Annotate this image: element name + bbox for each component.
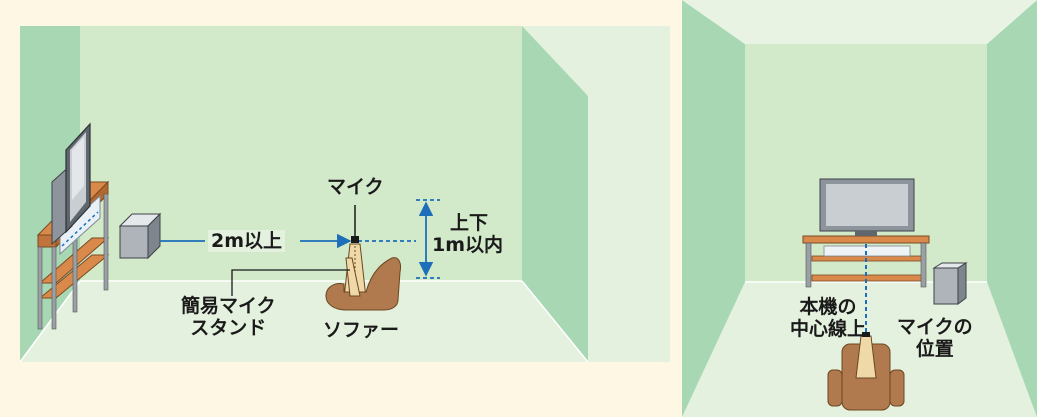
right-room-right-wall	[987, 0, 1037, 417]
left-room	[19, 26, 670, 363]
left-tv	[51, 122, 91, 246]
height-label: 上下 1m以内	[432, 212, 503, 256]
right-room	[682, 0, 1037, 417]
right-sofa	[827, 332, 905, 411]
mic-position-label: マイクの 位置	[897, 316, 973, 360]
distance-label: 2m以上	[208, 230, 286, 252]
right-tv	[819, 178, 915, 236]
right-room-ceiling	[682, 0, 1037, 44]
stand-label-line1: 簡易マイク	[181, 295, 276, 317]
left-sofa	[325, 257, 401, 311]
left-subwoofer	[118, 212, 162, 260]
stand-label: 簡易マイク スタンド	[181, 295, 276, 339]
sofa-label: ソファー	[323, 319, 400, 341]
height-label-line2: 1m以内	[432, 234, 504, 256]
center-label-line2: 中心線上	[790, 318, 867, 340]
height-label-line1: 上下	[450, 212, 489, 234]
stand-leader-line	[231, 269, 350, 296]
center-label: 本機の 中心線上	[790, 296, 866, 340]
left-room-right-wall	[522, 26, 588, 362]
right-room-left-wall	[682, 0, 745, 417]
left-room-back-wall	[80, 26, 522, 281]
mic-position-label-line2: 位置	[915, 338, 954, 360]
mic-label: マイク	[327, 176, 384, 198]
stand-label-line2: スタンド	[190, 317, 267, 339]
center-label-line1: 本機の	[799, 296, 857, 318]
height-range-markers	[416, 199, 440, 279]
right-subwoofer	[932, 262, 968, 305]
mic-position-label-line1: マイクの	[897, 316, 973, 338]
